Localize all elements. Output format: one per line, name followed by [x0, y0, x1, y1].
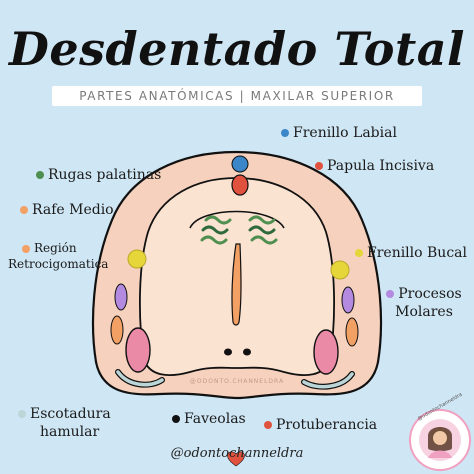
protuberancia-right [313, 329, 339, 375]
dot-rafe-medio [20, 206, 28, 214]
dot-rugas-palatinas [36, 171, 44, 179]
protuberancia-left [125, 327, 151, 373]
label-protuberancia: Protuberancia [264, 416, 377, 434]
avatar-badge [409, 409, 471, 471]
procesos-molares-left [114, 283, 128, 311]
faveola-left [224, 348, 232, 356]
dot-region-retro [22, 244, 30, 253]
region-retro-left [110, 315, 124, 345]
label-escotadura: Escotadura hamular [18, 405, 111, 441]
label-faveolas: Faveolas [172, 410, 246, 428]
rugas-palatinas-mark [200, 215, 278, 245]
papula-incisiva-mark [231, 174, 249, 196]
page-title: Desdentado Total [8, 22, 465, 76]
subtitle-bar [52, 86, 422, 106]
label-region-retro: Región Retrocigomatica [8, 241, 109, 271]
subtitle: PARTES ANATÓMICAS | MAXILAR SUPERIOR [79, 89, 395, 103]
dot-faveolas [172, 415, 180, 423]
escotadura-left-fill [116, 370, 164, 387]
dot-escotadura [18, 410, 26, 418]
label-rugas-palatinas: Rugas palatinas [36, 166, 161, 184]
escotadura-right-fill [302, 372, 354, 389]
frenillo-bucal-right [330, 260, 350, 280]
dot-frenillo-labial [281, 129, 289, 137]
faveola-right [243, 348, 251, 356]
inner-watermark: @ODONTO.CHANNELDRA [189, 378, 285, 385]
anterior-curve [189, 210, 285, 229]
procesos-molares-right [341, 286, 355, 314]
region-retro-right [345, 317, 359, 347]
label-frenillo-bucal: Frenillo Bucal [355, 244, 467, 262]
frenillo-bucal-left [127, 249, 147, 269]
label-procesos-molares: Procesos Molares [384, 285, 464, 321]
dot-frenillo-bucal [355, 249, 363, 257]
label-frenillo-labial: Frenillo Labial [281, 124, 397, 142]
label-papula-incisiva: Papula Incisiva [315, 157, 434, 175]
footer-handle: @odontochanneldra [170, 446, 304, 461]
label-rafe-medio: Rafe Medio [20, 201, 114, 219]
heart-icon [227, 451, 245, 467]
dot-procesos-molares [386, 290, 395, 298]
rafe-medio-mark [231, 243, 242, 326]
dot-papula-incisiva [315, 162, 323, 170]
frenillo-labial-mark [231, 155, 249, 173]
dot-protuberancia [264, 421, 272, 429]
